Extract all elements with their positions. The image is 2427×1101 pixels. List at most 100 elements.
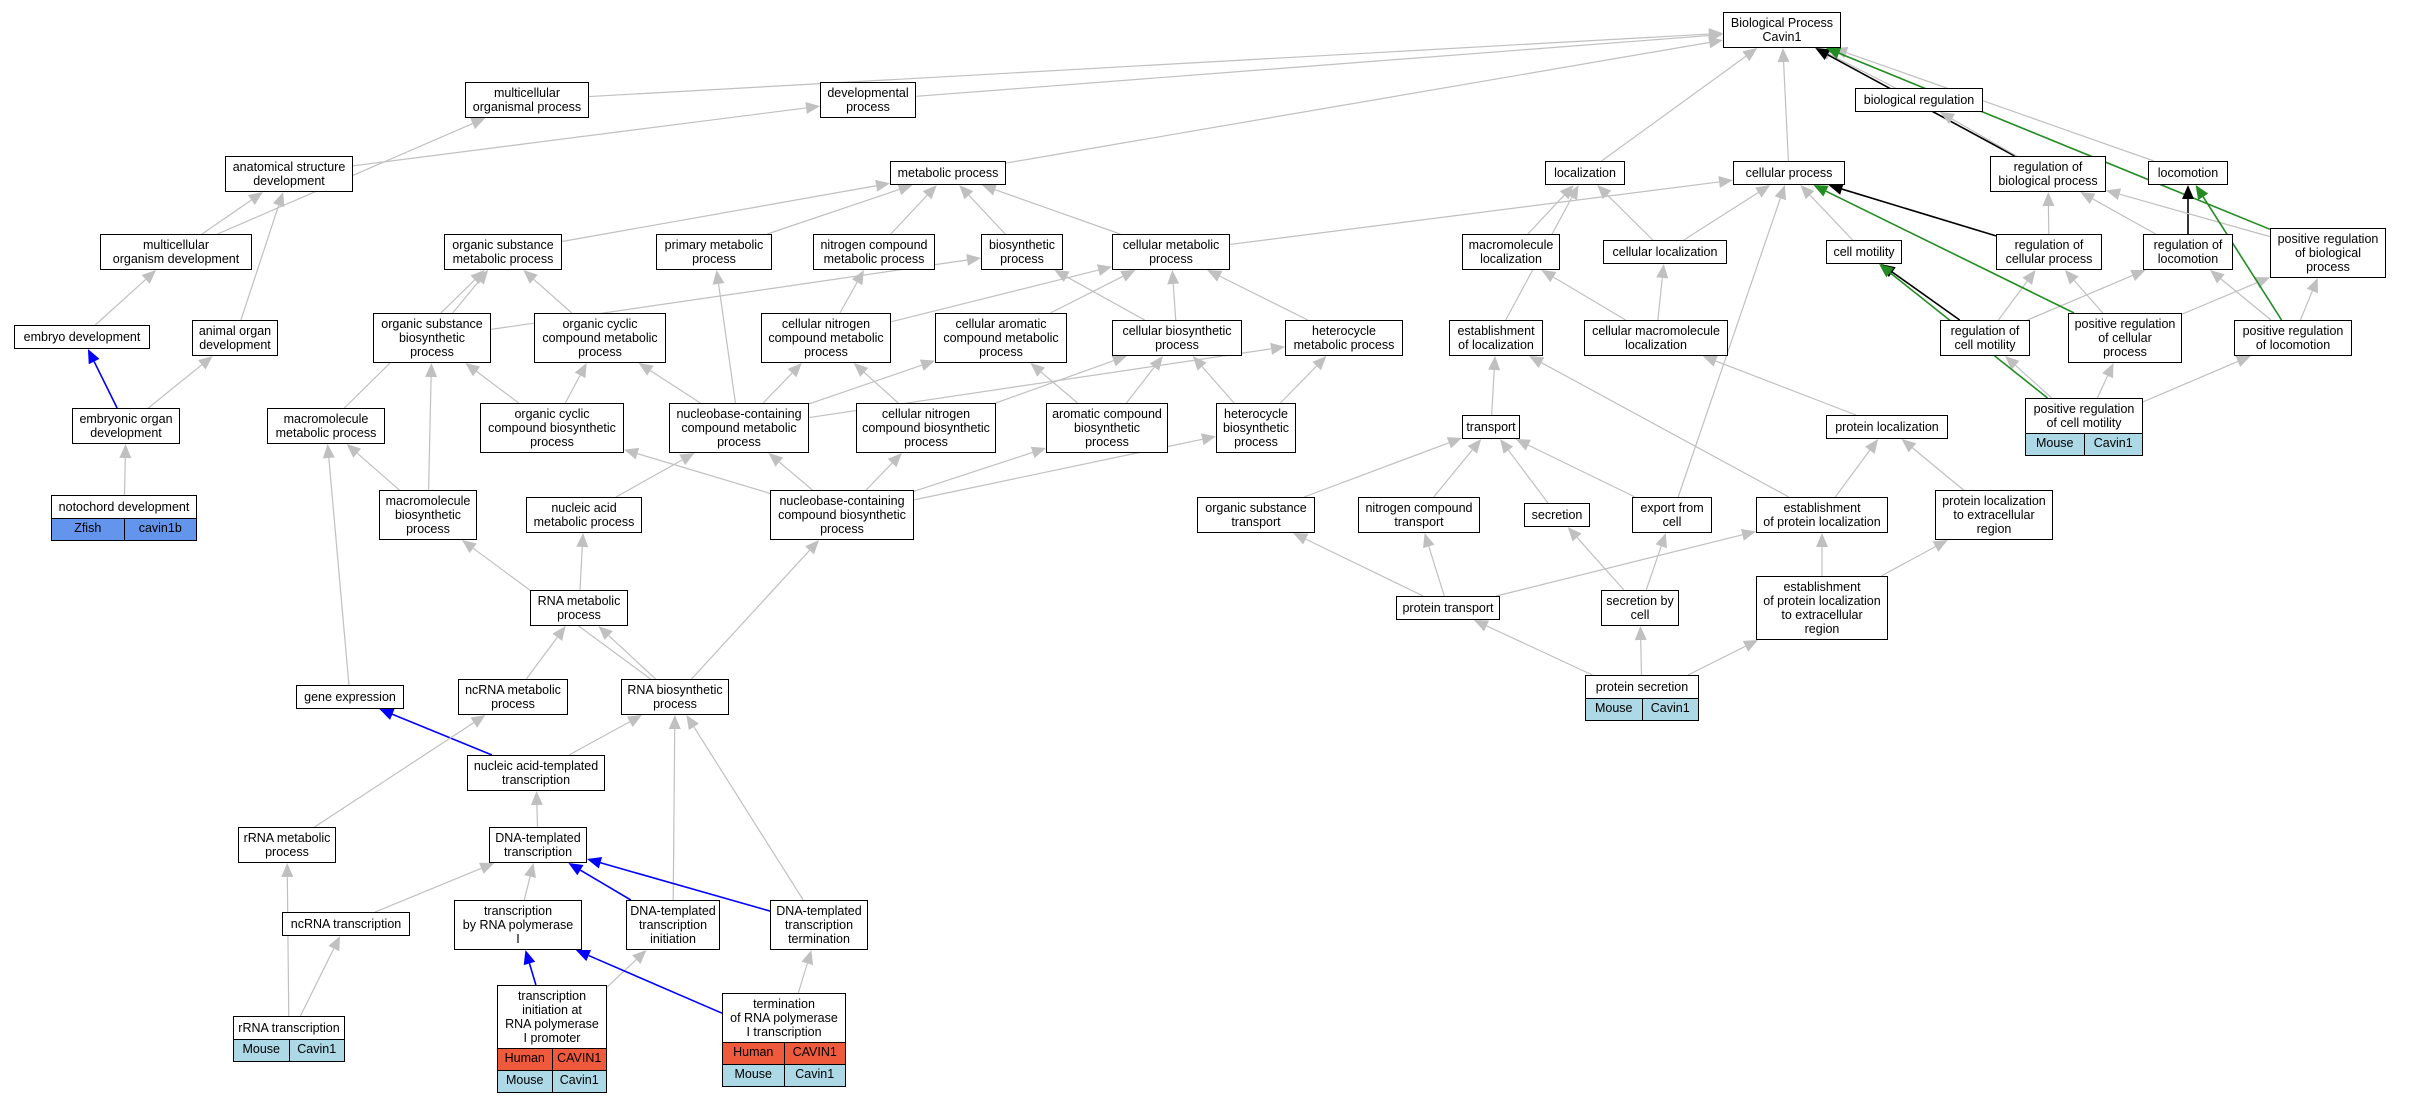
arrowhead-cellular_biosynthetic_process-to-biosynthetic_process (1054, 270, 1070, 283)
go-node-export-from-cell[interactable]: export from cell (1632, 497, 1712, 533)
arrowhead-nucleobase_containing_compound_biosynthetic_process-to-heterocycle_biosynthetic_process (1201, 433, 1216, 446)
go-node-dna-templated-transcription[interactable]: DNA-templated transcription (489, 827, 587, 863)
go-node-nucleic-acid-templated-transcription[interactable]: nucleic acid-templated transcription (467, 755, 605, 791)
go-node-nucleic-acid-metabolic-process[interactable]: nucleic acid metabolic process (526, 497, 642, 533)
edge-locomotion-to-bp (1846, 52, 2155, 162)
go-node-transcription-by-rna-polymerase-i[interactable]: transcription by RNA polymerase I (454, 900, 582, 950)
arrowhead-export_from_cell-to-transport (1515, 439, 1531, 451)
go-node-protein-localization-to-extracellular-region[interactable]: protein localization to extracellular re… (1935, 490, 2053, 540)
edge-protein_transport-to-organic_substance_transport (1305, 538, 1424, 597)
go-node-nucleobase-containing-compound-biosynthetic-process[interactable]: nucleobase-containing compound biosynthe… (770, 490, 914, 540)
edge-protein_localization_to_extracellular_region-to-protein_localization (1912, 447, 1964, 491)
edge-cellular_nitrogen_compound_biosynthetic_process-to-cellular_nitrogen_compound_metabolic_process (863, 371, 899, 404)
go-node-heterocycle-biosynthetic-process[interactable]: heterocycle biosynthetic process (1216, 403, 1296, 453)
arrowhead-positive_regulation_of_biological_process-to-bp (1826, 47, 1842, 59)
go-node-primary-metabolic-process[interactable]: primary metabolic process (656, 234, 772, 270)
go-node-cell-motility[interactable]: cell motility (1826, 240, 1902, 264)
go-node-nitrogen-compound-transport[interactable]: nitrogen compound transport (1358, 497, 1480, 533)
go-node-positive-regulation-of-biological-process[interactable]: positive regulation of biological proces… (2270, 228, 2386, 278)
edge-nucleobase_containing_compound_metabolic_process-to-cellular_aromatic_compound_metabolic_process (808, 364, 922, 405)
go-node-positive-regulation-of-cell-motility[interactable]: positive regulation of cell motility (2025, 398, 2143, 434)
go-node-heterocycle-metabolic-process[interactable]: heterocycle metabolic process (1285, 320, 1403, 356)
go-node-organic-substance-transport[interactable]: organic substance transport (1197, 497, 1315, 533)
arrowhead-embryonic_organ_development-to-animal_organ_development (198, 356, 213, 370)
go-node-transport[interactable]: transport (1462, 415, 1520, 439)
go-node-positive-regulation-of-locomotion[interactable]: positive regulation of locomotion (2234, 320, 2352, 356)
go-node-multicellular-organism-development[interactable]: multicellular organism development (100, 234, 252, 270)
go-node-protein-localization[interactable]: protein localization (1826, 415, 1948, 439)
go-node-embryonic-organ-development[interactable]: embryonic organ development (72, 408, 180, 444)
go-node-regulation-of-cell-motility[interactable]: regulation of cell motility (1940, 320, 2030, 356)
go-node-macromolecule-localization[interactable]: macromolecule localization (1462, 234, 1560, 270)
go-node-bp[interactable]: Biological Process Cavin1 (1723, 12, 1841, 48)
edge-nitrogen_compound_transport-to-transport (1433, 449, 1473, 498)
arrowhead-regulation_of_cell_motility-to-regulation_of_locomotion (2130, 269, 2146, 281)
go-node-rrna-transcription[interactable]: rRNA transcription (233, 1016, 345, 1040)
go-node-rna-biosynthetic-process[interactable]: RNA biosynthetic process (621, 679, 729, 715)
go-node-dna-templated-transcription-initiation[interactable]: DNA-templated transcription initiation (626, 900, 720, 950)
go-node-secretion[interactable]: secretion (1524, 503, 1590, 527)
edge-positive_regulation_of_locomotion-to-locomotion (2202, 196, 2283, 321)
go-node-nucleobase-containing-compound-metabolic-process[interactable]: nucleobase-containing compound metabolic… (669, 403, 809, 453)
go-node-regulation-of-cellular-process[interactable]: regulation of cellular process (1996, 234, 2102, 270)
arrowhead-nucleobase_containing_compound_metabolic_process-to-organic_cyclic_compound_metabolic_process (638, 363, 654, 376)
go-node-cellular-macromolecule-localization[interactable]: cellular macromolecule localization (1584, 320, 1728, 356)
go-node-anatomical-structure-development[interactable]: anatomical structure development (225, 156, 353, 192)
edge-nucleobase_containing_compound_biosynthetic_process-to-cellular_nitrogen_compound_biosynthetic_process (865, 462, 893, 491)
go-node-cellular-aromatic-compound-metabolic-process[interactable]: cellular aromatic compound metabolic pro… (935, 313, 1067, 363)
go-node-aromatic-compound-biosynthetic-process[interactable]: aromatic compound biosynthetic process (1046, 403, 1168, 453)
go-node-secretion-by-cell[interactable]: secretion by cell (1601, 590, 1679, 626)
go-node-animal-organ-development[interactable]: animal organ development (192, 320, 278, 356)
go-node-multicellular-organismal-process[interactable]: multicellular organismal process (465, 82, 589, 118)
go-node-establishment-of-protein-localization[interactable]: establishment of protein localization (1756, 497, 1888, 533)
go-node-gene-expression[interactable]: gene expression (296, 685, 404, 709)
go-node-cellular-metabolic-process[interactable]: cellular metabolic process (1112, 234, 1230, 270)
arrowhead-transcription_initiation_at_rna_polymerase_i_promoter-to-dna_templated_transcription_initiation (632, 950, 647, 964)
go-node-ncrna-metabolic-process[interactable]: ncRNA metabolic process (458, 679, 568, 715)
go-node-cellular-nitrogen-compound-biosynthetic-process[interactable]: cellular nitrogen compound biosynthetic … (856, 403, 996, 453)
go-node-regulation-of-locomotion[interactable]: regulation of locomotion (2143, 234, 2233, 270)
arrowhead-nucleobase_containing_compound_metabolic_process-to-primary_metabolic_process (712, 270, 725, 285)
go-node-organic-substance-metabolic-process[interactable]: organic substance metabolic process (444, 234, 562, 270)
go-node-organic-cyclic-compound-metabolic-process[interactable]: organic cyclic compound metabolic proces… (534, 313, 666, 363)
go-node-regulation-of-biological-process[interactable]: regulation of biological process (1990, 156, 2106, 192)
go-node-cellular-localization[interactable]: cellular localization (1603, 240, 1727, 264)
go-node-macromolecule-biosynthetic-process[interactable]: macromolecule biosynthetic process (379, 490, 477, 540)
arrowhead-macromolecule_metabolic_process-to-organic_substance_metabolic_process (470, 270, 485, 285)
go-node-rna-metabolic-process[interactable]: RNA metabolic process (530, 590, 628, 626)
arrowhead-secretion_by_cell-to-export_from_cell (1655, 533, 1667, 549)
go-node-protein-secretion[interactable]: protein secretion (1585, 675, 1699, 699)
go-node-organic-cyclic-compound-biosynthetic-process[interactable]: organic cyclic compound biosynthetic pro… (480, 403, 624, 453)
go-node-embryo-development[interactable]: embryo development (14, 325, 150, 349)
go-node-locomotion[interactable]: locomotion (2148, 161, 2228, 185)
go-node-nitrogen-compound-metabolic-process[interactable]: nitrogen compound metabolic process (813, 234, 935, 270)
go-node-metabolic-process[interactable]: metabolic process (890, 161, 1006, 185)
go-node-developmental-process[interactable]: developmental process (820, 82, 916, 118)
arrowhead-export_from_cell-to-cellular_process (1774, 185, 1787, 201)
go-node-establishment-of-protein-localization-to-extracellular-region[interactable]: establishment of protein localization to… (1756, 576, 1888, 640)
go-node-biosynthetic-process[interactable]: biosynthetic process (981, 234, 1063, 270)
edge-multicellular_organism_development-to-anatomical_structure_development (201, 199, 252, 235)
arrowhead-cellular_biosynthetic_process-to-cellular_metabolic_process (1167, 270, 1180, 285)
go-node-ncrna-transcription[interactable]: ncRNA transcription (282, 912, 410, 936)
go-node-notochord-development[interactable]: notochord development (51, 495, 197, 519)
go-node-biological-regulation[interactable]: biological regulation (1855, 88, 1983, 112)
go-node-protein-transport[interactable]: protein transport (1396, 596, 1500, 620)
edge-positive_regulation_of_cell_motility-to-positive_regulation_of_locomotion (2142, 360, 2239, 403)
go-node-localization[interactable]: localization (1545, 161, 1625, 185)
go-node-termination-of-rna-polymerase-i-transcription[interactable]: termination of RNA polymerase I transcri… (722, 993, 846, 1043)
go-node-rrna-metabolic-process[interactable]: rRNA metabolic process (238, 827, 336, 863)
go-node-cellular-biosynthetic-process[interactable]: cellular biosynthetic process (1112, 320, 1242, 356)
edge-transcription_initiation_at_rna_polymerase_i_promoter-to-dna_templated_transcription_initiation (606, 959, 637, 988)
go-node-transcription-initiation-at-rna-polymerase-i-promoter[interactable]: transcription initiation at RNA polymera… (497, 985, 607, 1049)
go-node-establishment-of-localization[interactable]: establishment of localization (1449, 320, 1543, 356)
arrowhead-animal_organ_development-to-anatomical_structure_development (272, 192, 285, 208)
go-node-cellular-process[interactable]: cellular process (1733, 161, 1845, 185)
go-node-cellular-nitrogen-compound-metabolic-process[interactable]: cellular nitrogen compound metabolic pro… (761, 313, 891, 363)
arrowhead-rna_biosynthetic_process-to-rna_metabolic_process (598, 626, 613, 640)
go-node-dna-templated-transcription-termination[interactable]: DNA-templated transcription termination (770, 900, 868, 950)
go-node-organic-substance-biosynthetic-process[interactable]: organic substance biosynthetic process (373, 313, 491, 363)
go-node-positive-regulation-of-cellular-process[interactable]: positive regulation of cellular process (2068, 313, 2182, 363)
arrowhead-organic_cyclic_compound_biosynthetic_process-to-organic_cyclic_compound_metabolic_process (574, 363, 587, 379)
go-node-macromolecule-metabolic-process[interactable]: macromolecule metabolic process (267, 408, 385, 444)
